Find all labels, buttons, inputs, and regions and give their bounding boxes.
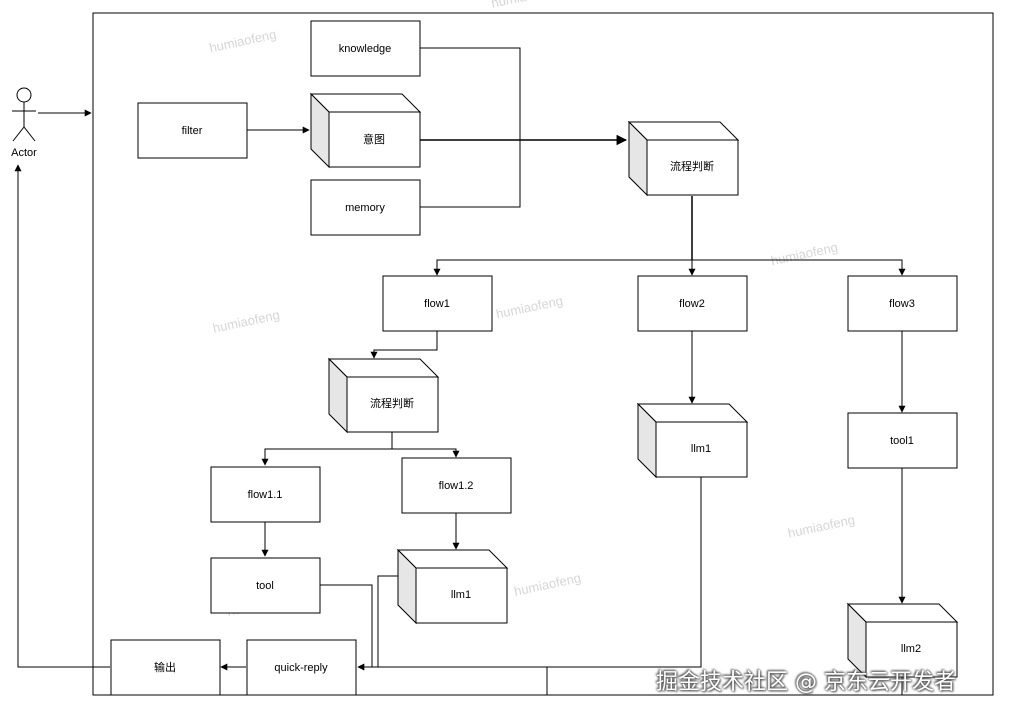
label-flow3: flow3 xyxy=(889,298,915,310)
label-output: 输出 xyxy=(154,660,176,674)
label-memory: memory xyxy=(345,202,385,214)
node-flow3 xyxy=(847,275,958,332)
node-flow1-1 xyxy=(210,466,321,523)
edge-decision2-to-flow1-1 xyxy=(261,448,392,466)
node-tool xyxy=(210,557,321,614)
actor-figure xyxy=(12,87,36,142)
node-flow1 xyxy=(382,275,493,332)
edge-llm1-to-quick-reply xyxy=(377,575,398,667)
actor-label: Actor xyxy=(11,147,37,159)
process-nodes xyxy=(110,20,958,696)
edge-decision-to-flow3 xyxy=(692,259,906,276)
label-llm1-flow2: llm1 xyxy=(691,443,711,455)
label-llm2: llm2 xyxy=(901,643,921,655)
label-knowledge: knowledge xyxy=(339,43,392,55)
node-labels: knowledge filter 意图 memory 流程判断 flow1 fl… xyxy=(154,43,921,674)
node-tool1 xyxy=(847,412,958,469)
label-tool: tool xyxy=(256,580,274,592)
edge-memory-to-decision xyxy=(420,140,521,208)
source-credit: 掘金技术社区 @ 京东云开发者 xyxy=(656,670,956,695)
label-flow1-2: flow1.2 xyxy=(439,480,474,492)
watermark: humiaofeng xyxy=(495,293,565,322)
node-flow2 xyxy=(637,275,748,332)
edge-flow1-to-decision2 xyxy=(370,331,438,359)
system-boundary xyxy=(92,12,994,696)
node-output xyxy=(110,639,221,696)
label-decision-flow1: 流程判断 xyxy=(370,396,414,410)
label-tool1: tool1 xyxy=(890,435,914,447)
label-flow1-1: flow1.1 xyxy=(248,489,283,501)
cube-llm2 xyxy=(846,602,959,679)
edge-knowledge-to-decision xyxy=(420,47,521,140)
cube-decision-top xyxy=(627,120,740,197)
watermark: humiaofeng xyxy=(211,307,281,336)
watermark: humiaofeng xyxy=(208,27,278,56)
label-llm1-flow1-2: llm1 xyxy=(451,589,471,601)
cube-nodes xyxy=(309,92,959,679)
watermark: humiaofeng xyxy=(490,0,560,11)
edge-decision2-to-flow1-2 xyxy=(392,448,460,458)
label-decision-top: 流程判断 xyxy=(670,159,714,173)
node-knowledge xyxy=(310,20,421,77)
label-filter: filter xyxy=(182,125,203,137)
watermark: humiaofeng xyxy=(787,512,857,541)
label-flow1: flow1 xyxy=(424,298,450,310)
node-quick-reply xyxy=(246,639,357,696)
node-filter xyxy=(137,102,248,159)
node-memory xyxy=(310,179,421,236)
label-flow2: flow2 xyxy=(679,298,705,310)
cube-llm1-flow2 xyxy=(636,402,749,479)
connectors xyxy=(14,47,906,696)
watermark: humiaofeng xyxy=(513,570,583,599)
cube-llm1-flow1-2 xyxy=(396,548,509,625)
label-quick-reply: quick-reply xyxy=(274,662,328,674)
edge-decision-to-flow1 xyxy=(433,259,692,276)
edge-tool-to-quick-reply xyxy=(319,584,373,667)
edge-output-to-actor xyxy=(14,164,110,668)
watermark: humiaofeng xyxy=(770,239,840,268)
edge-llm1-flow2-to-quick-reply xyxy=(357,476,702,671)
cube-intent xyxy=(309,92,422,169)
label-intent: 意图 xyxy=(363,132,385,146)
edge-llm2-to-bottom xyxy=(546,667,903,696)
node-flow1-2 xyxy=(401,457,512,514)
cube-decision-flow1 xyxy=(327,357,440,434)
